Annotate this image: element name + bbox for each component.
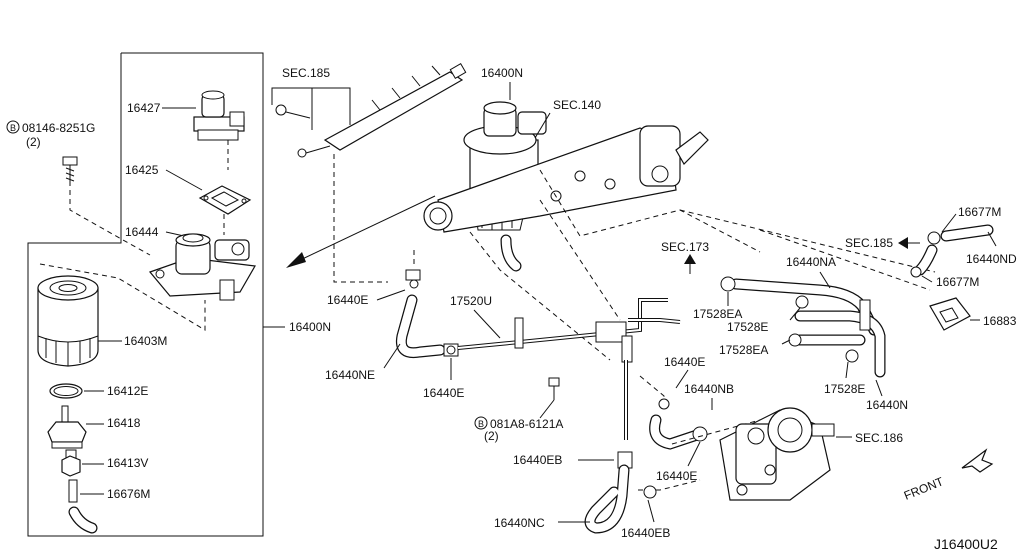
label-16418: 16418 bbox=[107, 416, 141, 430]
part-16440NC-hose: 16440NC bbox=[494, 464, 630, 534]
label-16400N-box: 16400N bbox=[289, 320, 331, 334]
label-081A8-6121A: 081A8-6121A bbox=[490, 417, 563, 431]
part-16425-gasket: 16425 bbox=[125, 163, 252, 235]
bolt-081A8-6121A: B 081A8-6121A (2) bbox=[474, 377, 563, 443]
part-16413V-valve: 16413V bbox=[61, 449, 148, 477]
label-sec185-right: SEC.185 bbox=[845, 236, 893, 250]
part-16440EB-lower-clamp: 16440EB bbox=[621, 479, 701, 540]
label-16440ND: 16440ND bbox=[966, 252, 1017, 266]
part-16440E-mid-clamp: 16440E bbox=[423, 343, 464, 400]
part-16440ND-hose: 16677M 16440ND 16677M bbox=[910, 205, 1017, 289]
direction-arrow bbox=[286, 195, 436, 268]
label-16440EB-a: 16440EB bbox=[513, 453, 562, 467]
label-16676M: 16676M bbox=[107, 487, 150, 501]
part-16403M-filter: 16403M bbox=[37, 275, 167, 367]
bolt-marker-b-2: B bbox=[478, 419, 484, 429]
label-16440NE: 16440NE bbox=[325, 368, 375, 382]
part-17520U-pipe: 17520U bbox=[450, 294, 681, 440]
part-16440N-hose-right: 16440N bbox=[794, 299, 908, 412]
part-16440E-upper-clamp: 16440E bbox=[327, 250, 421, 307]
fuel-filter-frame bbox=[27, 52, 285, 537]
part-16883-clip: 16883 bbox=[929, 297, 1017, 331]
label-08146-8251G: 08146-8251G bbox=[22, 121, 95, 135]
label-16677M-b: 16677M bbox=[936, 275, 979, 289]
label-16440NB: 16440NB bbox=[684, 382, 734, 396]
intake-manifold-sec140: SEC.140 bbox=[423, 98, 709, 233]
label-16440NC: 16440NC bbox=[494, 516, 545, 530]
fuel-rail-assembly: SEC.185 bbox=[271, 62, 467, 283]
label-sec173: SEC.173 bbox=[661, 240, 709, 254]
dashed-leader-lines-top bbox=[469, 169, 936, 361]
label-16440E-a: 16440E bbox=[327, 293, 368, 307]
part-16418-sensor: 16418 bbox=[47, 405, 141, 449]
label-16400N-top: 16400N bbox=[481, 66, 523, 80]
part-16444-filter-head: 16444 bbox=[39, 225, 256, 331]
sec185-right-reference: SEC.185 bbox=[845, 236, 920, 250]
label-08146-8251G-qty: (2) bbox=[26, 135, 41, 149]
label-081A8-6121A-qty: (2) bbox=[484, 429, 499, 443]
part-16427-cap: 16427 bbox=[127, 90, 245, 170]
part-16440EB-upper-clamp: 16440EB bbox=[513, 451, 633, 469]
part-16440NE-hose: 16440NE bbox=[325, 294, 446, 382]
label-sec186: SEC.186 bbox=[855, 431, 903, 445]
label-17528EA-a: 17528EA bbox=[693, 307, 742, 321]
label-17520U: 17520U bbox=[450, 294, 492, 308]
label-16677M-a: 16677M bbox=[958, 205, 1001, 219]
label-16412E: 16412E bbox=[107, 384, 148, 398]
label-16425: 16425 bbox=[125, 163, 159, 177]
label-16883: 16883 bbox=[983, 314, 1017, 328]
label-16444: 16444 bbox=[125, 225, 159, 239]
label-16427: 16427 bbox=[127, 101, 161, 115]
sec173-reference: SEC.173 bbox=[661, 240, 709, 274]
label-17528E-b: 17528E bbox=[824, 382, 865, 396]
label-16413V: 16413V bbox=[107, 456, 148, 470]
part-16440NB-hose: 16440NB 16440E bbox=[649, 382, 734, 483]
label-17528E-a: 17528E bbox=[727, 320, 768, 334]
front-indicator: FRONT bbox=[902, 448, 994, 503]
label-16440E-b: 16440E bbox=[423, 386, 464, 400]
bolt-08146-8251G: B 08146-8251G (2) bbox=[6, 120, 151, 256]
fuel-pump-sec186: SEC.186 bbox=[671, 407, 903, 501]
part-17528EA-clamp-upper: 17528EA bbox=[693, 276, 742, 321]
label-16440E-d: 16440E bbox=[656, 469, 697, 483]
part-17528EA-clamp-lower: 17528EA bbox=[719, 333, 802, 357]
part-16676M-tube: 16676M bbox=[68, 479, 150, 534]
label-16440EB-b: 16440EB bbox=[621, 526, 670, 540]
part-17528E-clamp-lower: 17528E bbox=[824, 349, 865, 396]
label-sec185-top: SEC.185 bbox=[282, 66, 330, 80]
label-17528EA-b: 17528EA bbox=[719, 343, 768, 357]
part-16440E-lower-clamp: 16440E bbox=[639, 355, 705, 410]
diagram-id: J16400U2 bbox=[934, 536, 998, 552]
front-label: FRONT bbox=[902, 474, 946, 503]
label-16440NA: 16440NA bbox=[786, 255, 836, 269]
part-16412E-oring: 16412E bbox=[49, 383, 148, 399]
label-16440N-right: 16440N bbox=[866, 398, 908, 412]
label-16440E-c: 16440E bbox=[664, 355, 705, 369]
label-sec140: SEC.140 bbox=[553, 98, 601, 112]
label-16403M: 16403M bbox=[124, 334, 167, 348]
bolt-marker-b: B bbox=[10, 123, 16, 133]
